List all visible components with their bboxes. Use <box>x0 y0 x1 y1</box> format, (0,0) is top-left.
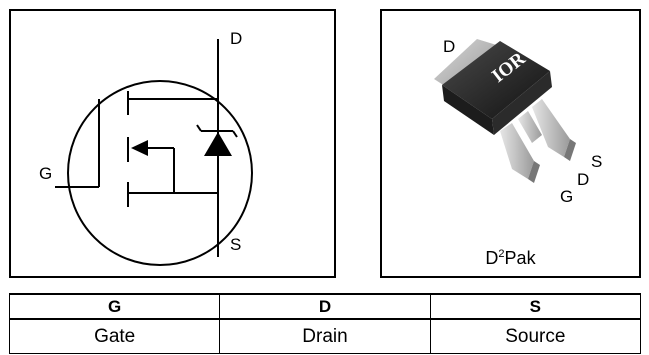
lead-2 <box>518 111 542 143</box>
mosfet-symbol <box>55 39 253 266</box>
pin-table-header: G <box>8 293 221 320</box>
package-drain-label: D <box>577 170 590 189</box>
gate-pin-label: G <box>39 164 53 183</box>
package-panel: IOR D S D G D2Pak <box>380 9 641 278</box>
pin-table-header-row: G D S <box>8 293 642 320</box>
zener-diode <box>204 132 232 156</box>
lead-3 <box>532 99 570 157</box>
source-pin-label: S <box>230 235 242 254</box>
lead-1 <box>500 123 534 179</box>
pin-table-header: D <box>219 293 431 320</box>
pin-table-header: S <box>429 293 642 320</box>
pin-table-cell: Source <box>429 318 642 354</box>
schematic-panel: D G S <box>9 9 336 278</box>
drain-pin-label: D <box>230 29 243 48</box>
d2pak-package-image: IOR <box>434 39 576 183</box>
package-caption: D2Pak <box>485 248 536 268</box>
pin-table-row: Gate Drain Source <box>8 318 642 354</box>
package-gate-label: G <box>560 187 574 206</box>
package-source-label: S <box>591 152 603 171</box>
package-drain-tab-label: D <box>443 37 456 56</box>
body-arrow <box>131 140 148 156</box>
pin-table-cell: Gate <box>8 318 221 354</box>
pin-table-cell: Drain <box>219 318 431 354</box>
body-circle <box>67 80 253 266</box>
package-body <box>442 41 550 119</box>
pin-table: G D S Gate Drain Source <box>8 293 642 354</box>
